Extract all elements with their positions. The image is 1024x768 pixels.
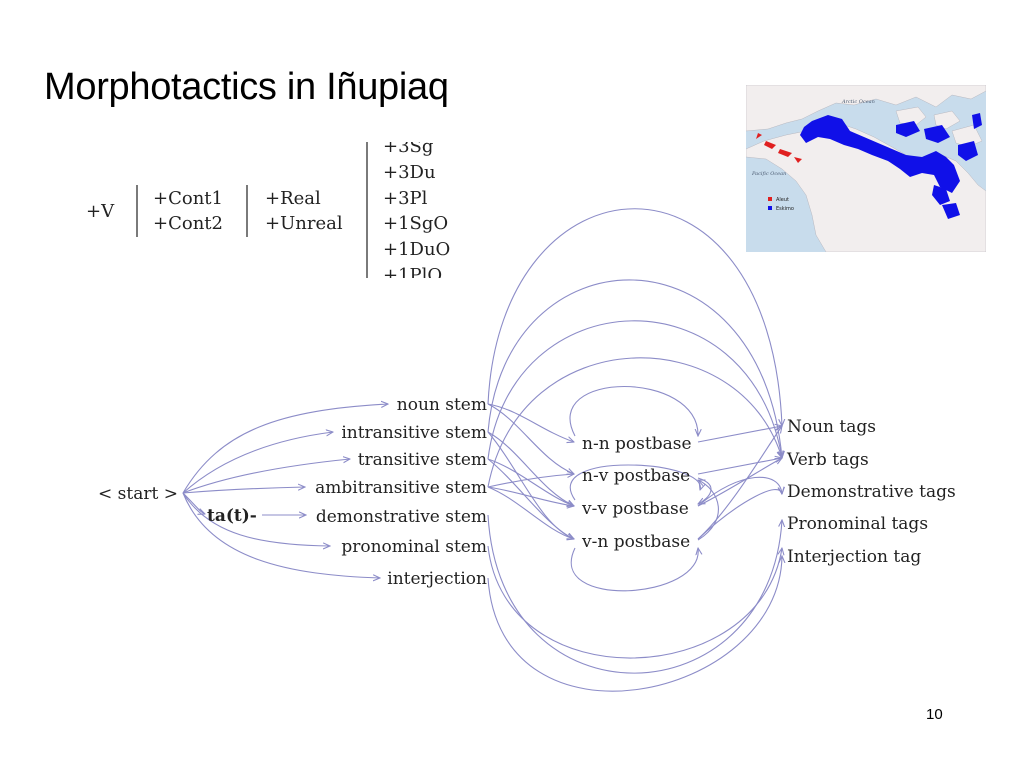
edge-start-demonstrative-stem (182, 492, 205, 514)
edge-trans-vn (487, 458, 574, 539)
slide-title: Morphotactics in Iñupiaq (44, 66, 449, 108)
edge-ambi-vn (487, 486, 574, 539)
edge-vv-verbtags (697, 458, 782, 507)
edge-pron-prontags-loop (487, 545, 782, 659)
language-map: Arctic Ocean Pacific Ocean Aleut Eskimo (746, 85, 986, 252)
stem-ambitransitive: ambitransitive stem (315, 478, 487, 498)
start-node: < start > (98, 484, 178, 504)
edge-nv-vv (698, 477, 712, 504)
eskimo-islands (896, 113, 982, 219)
edge-nn-self-loop (569, 385, 698, 437)
edge-noun-nn (487, 403, 574, 442)
edge-intr-vv (487, 431, 574, 506)
stem-noun: noun stem (397, 395, 487, 415)
tag-noun: Noun tags (787, 417, 876, 437)
edge-start-noun-stem (182, 404, 388, 494)
edge-start-interjection (182, 492, 380, 578)
edge-ambi-verbtags-loop (487, 357, 782, 488)
paradigm-3du: +3Du (383, 162, 436, 183)
edge-vn-self-loop (571, 548, 698, 592)
map-land-islands (895, 106, 983, 148)
edge-intr-vn (487, 431, 574, 539)
tag-interjection: Interjection tag (787, 547, 921, 567)
page-number: 10 (926, 706, 943, 723)
paradigm-1sgo: +1SgO (383, 213, 448, 234)
paradigm-3sg: +3Sg (383, 136, 433, 157)
stem-intransitive: intransitive stem (341, 423, 487, 443)
stem-pronominal: pronominal stem (341, 537, 487, 557)
edge-start-transitive-stem (182, 459, 350, 494)
edge-vv-self-loop (569, 464, 700, 501)
edge-vn-demotags (697, 490, 782, 540)
edge-noun-nountags-loop (487, 208, 782, 426)
paradigm-1duo: +1DuO (383, 239, 450, 260)
paradigm-cont2: +Cont2 (153, 213, 223, 234)
postbase-vn: v-n postbase (581, 532, 690, 552)
paradigm-unreal: +Unreal (265, 213, 343, 234)
edge-trans-vv (487, 458, 574, 506)
ta-edge-label: ta(t)- (207, 506, 257, 526)
edge-start-intransitive-stem (182, 432, 333, 494)
stem-transitive: transitive stem (358, 450, 487, 470)
edge-start-ambitransitive-stem (182, 487, 305, 494)
edge-nn-nountags (697, 426, 782, 443)
edges (182, 208, 782, 692)
edge-demo-demotags-loop (487, 514, 782, 674)
stem-interjection: interjection (387, 569, 487, 589)
postbase-nv: n-v postbase (582, 466, 690, 486)
postbase-vv: v-v postbase (581, 499, 689, 519)
edge-intr-verbtags-loop (487, 279, 782, 458)
edge-trans-verbtags-loop (487, 320, 782, 459)
edge-vn-nv (698, 480, 719, 541)
paradigm-pos: +V (86, 201, 115, 222)
eskimo-region (800, 115, 960, 193)
edge-noun-nv (487, 403, 574, 474)
paradigm-real: +Real (265, 188, 321, 209)
tag-pronominal: Pronominal tags (787, 514, 928, 534)
legend-label-eskimo: Eskimo (776, 206, 794, 212)
map-label-arctic: Arctic Ocean (841, 99, 875, 105)
legend-swatch-eskimo (768, 206, 772, 210)
tag-demonstrative: Demonstrative tags (787, 482, 956, 502)
paradigm-3pl: +3Pl (383, 188, 428, 209)
paradigm-1plo: +1PlO (383, 265, 442, 286)
map-label-pacific: Pacific Ocean (751, 171, 786, 177)
tag-verb: Verb tags (786, 450, 869, 470)
postbase-nn: n-n postbase (582, 434, 692, 454)
edge-nv-verbtags (697, 458, 782, 475)
aleut-region (756, 133, 802, 163)
edge-ambi-nv (487, 474, 574, 488)
edge-start-pronominal-stem (182, 492, 330, 546)
paradigm-cont1: +Cont1 (153, 188, 223, 209)
edge-ambi-vv (487, 486, 574, 506)
nodes: < start > ta(t)- noun stem intransitive … (98, 395, 956, 589)
legend-swatch-aleut (768, 197, 772, 201)
legend-label-aleut: Aleut (776, 197, 789, 203)
edge-vv-demotags (697, 476, 782, 507)
edge-vn-nountags (697, 426, 782, 540)
stem-demonstrative: demonstrative stem (316, 507, 487, 527)
map-land-north (746, 85, 986, 132)
edge-interj-interjtags-loop (487, 556, 782, 692)
